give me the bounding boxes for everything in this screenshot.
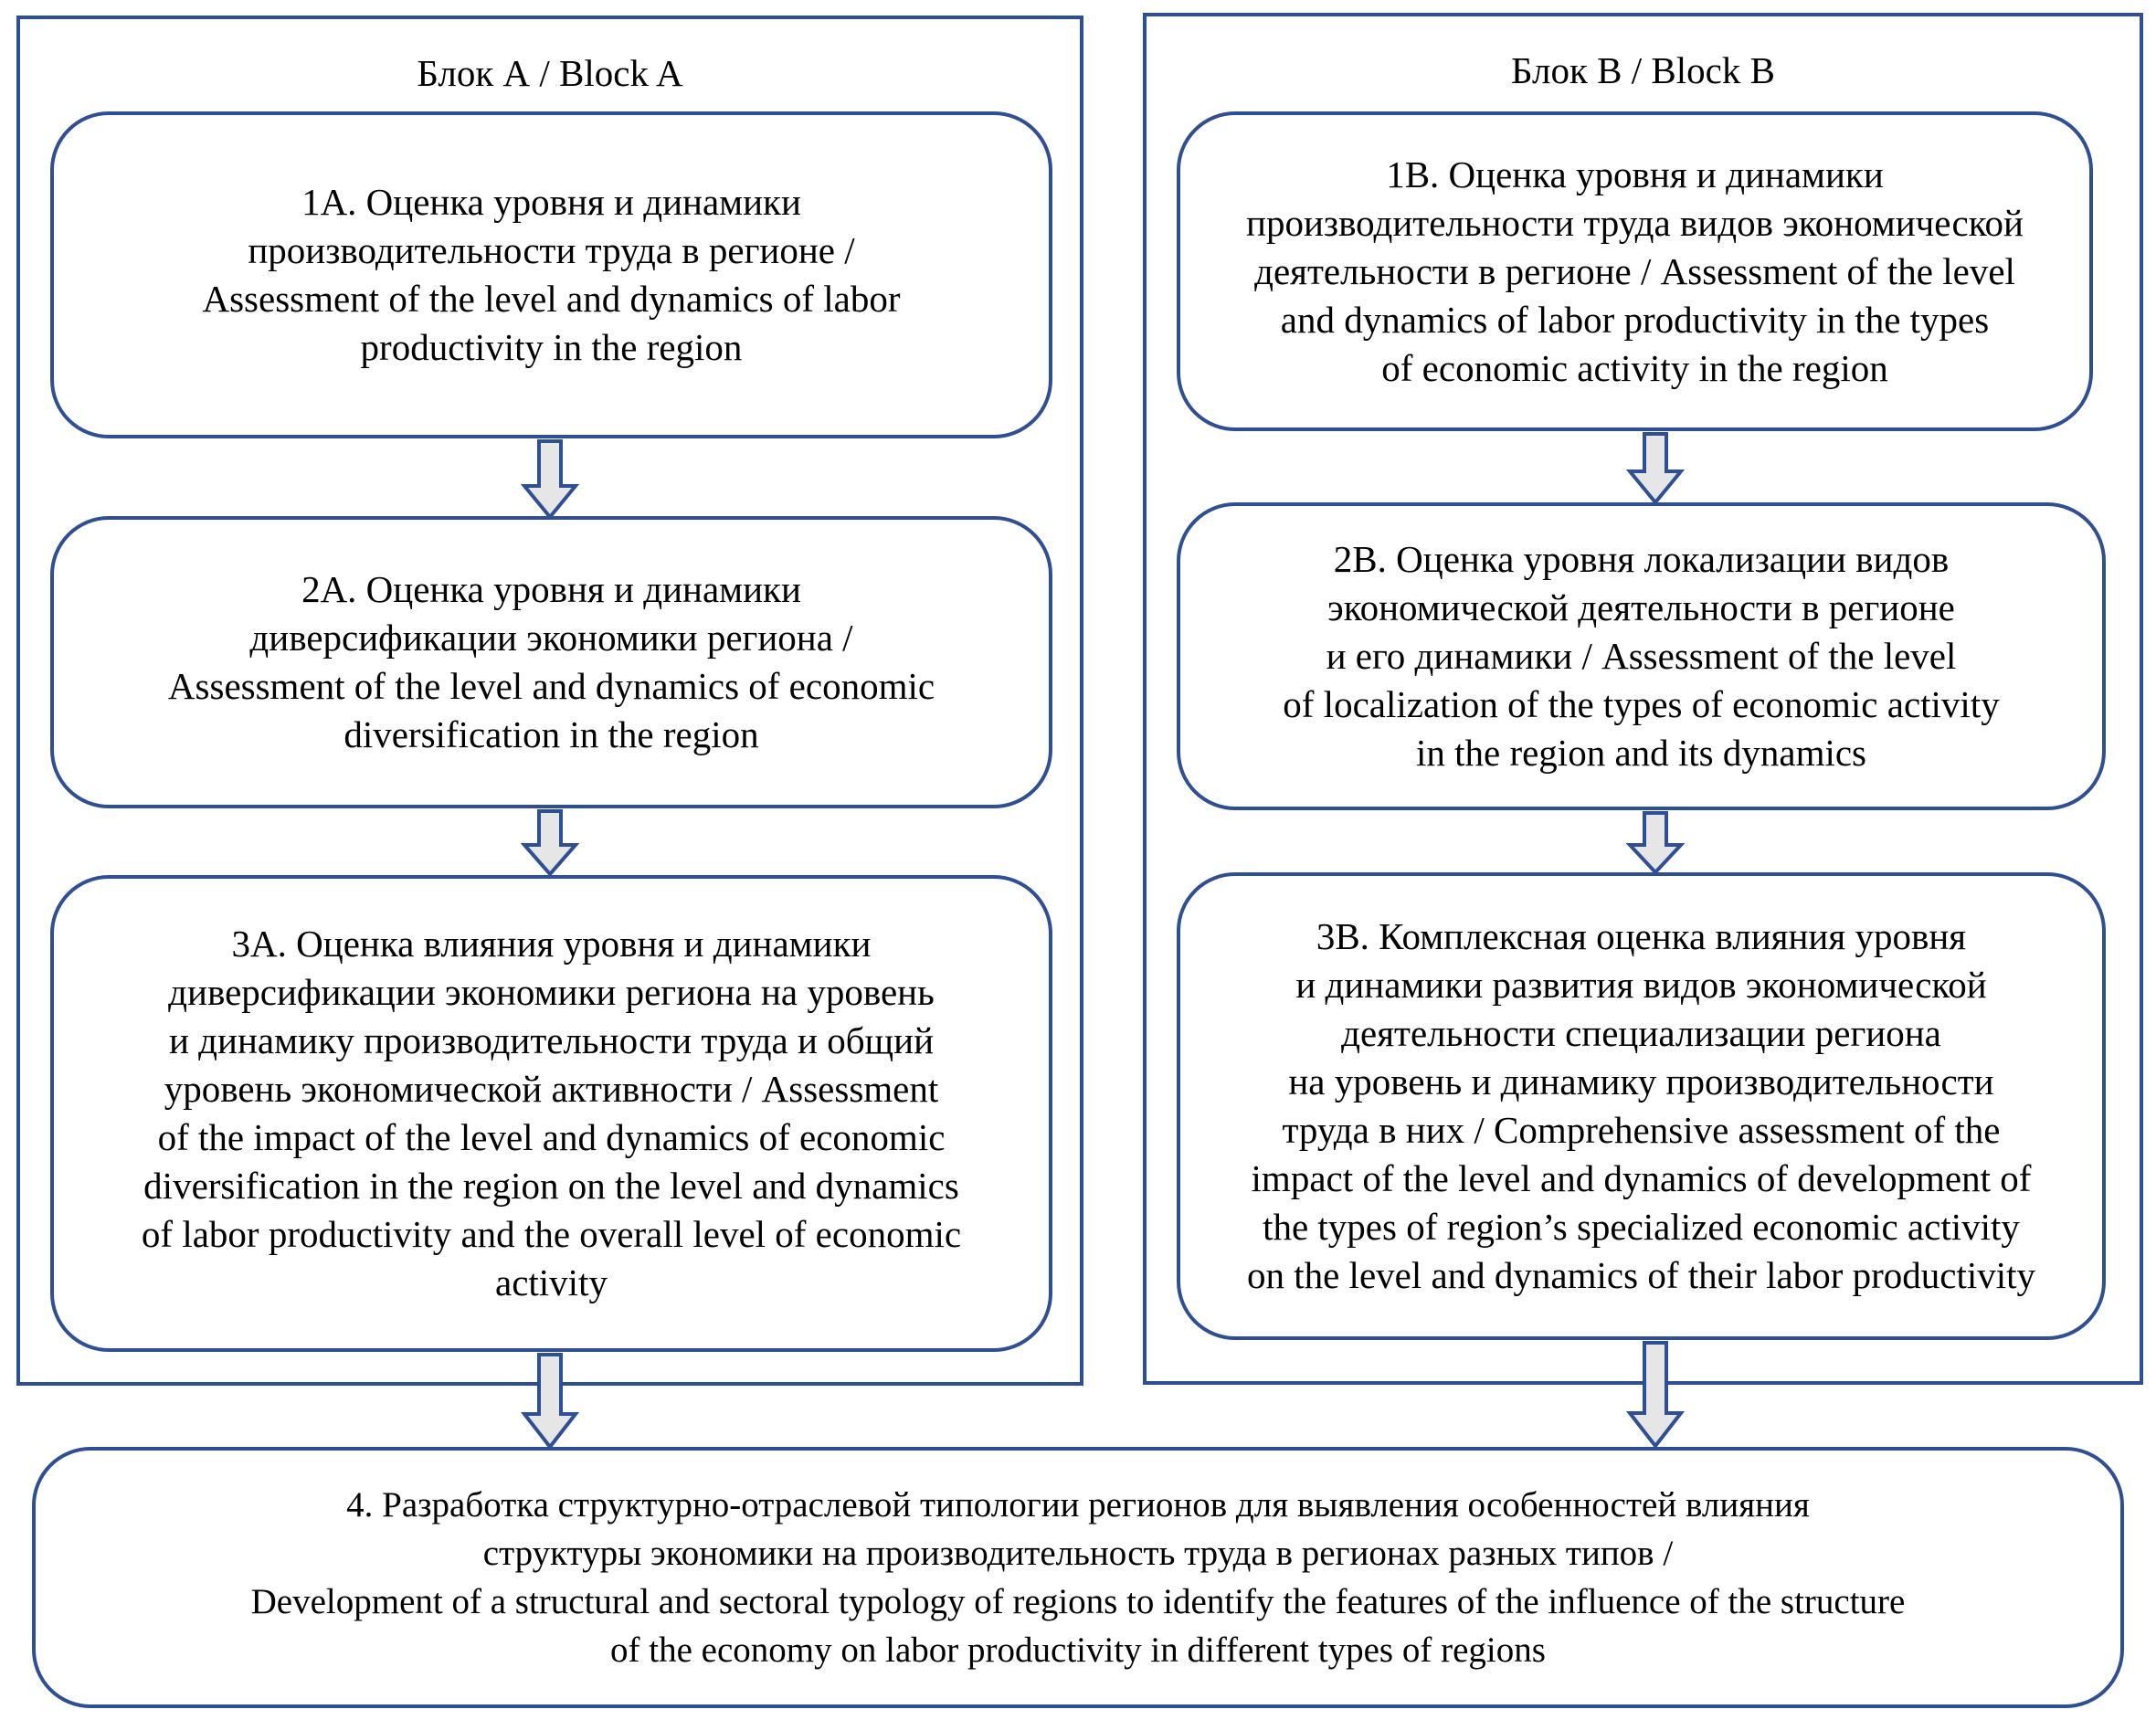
step-3b-box: 3В. Комплексная оценка влияния уровня и …: [1177, 872, 2106, 1340]
arrow-2b-to-3b: [1626, 811, 1685, 875]
step-2a-box: 2А. Оценка уровня и динамики диверсифика…: [50, 516, 1052, 808]
step-3a-text: 3А. Оценка влияния уровня и динамики див…: [141, 923, 962, 1303]
step-2b-box: 2В. Оценка уровня локализации видов экон…: [1177, 502, 2106, 810]
step-2a-text: 2А. Оценка уровня и динамики диверсифика…: [167, 568, 935, 755]
step-2b-text: 2В. Оценка уровня локализации видов экон…: [1283, 538, 2000, 774]
arrow-3a-to-4: [521, 1353, 579, 1451]
step-1a-text: 1А. Оценка уровня и динамики производите…: [202, 181, 901, 368]
arrow-1b-to-2b: [1626, 432, 1685, 506]
step-1b-box: 1В. Оценка уровня и динамики производите…: [1177, 111, 2093, 431]
step-4-box: 4. Разработка структурно-отраслевой типо…: [32, 1447, 2124, 1708]
arrow-1a-to-2a: [521, 439, 579, 521]
block-a-title: Блок А / Block A: [417, 52, 683, 94]
arrow-2a-to-3a: [521, 809, 579, 878]
block-b-title: Блок В / Block B: [1511, 49, 1775, 91]
step-1a-box: 1А. Оценка уровня и динамики производите…: [50, 111, 1052, 438]
step-3b-text: 3В. Комплексная оценка влияния уровня и …: [1246, 915, 2036, 1296]
step-3a-box: 3А. Оценка влияния уровня и динамики див…: [50, 875, 1052, 1352]
step-1b-text: 1В. Оценка уровня и динамики производите…: [1246, 153, 2024, 389]
arrow-3b-to-4: [1626, 1341, 1685, 1450]
step-4-text: 4. Разработка структурно-отраслевой типо…: [250, 1485, 1906, 1670]
